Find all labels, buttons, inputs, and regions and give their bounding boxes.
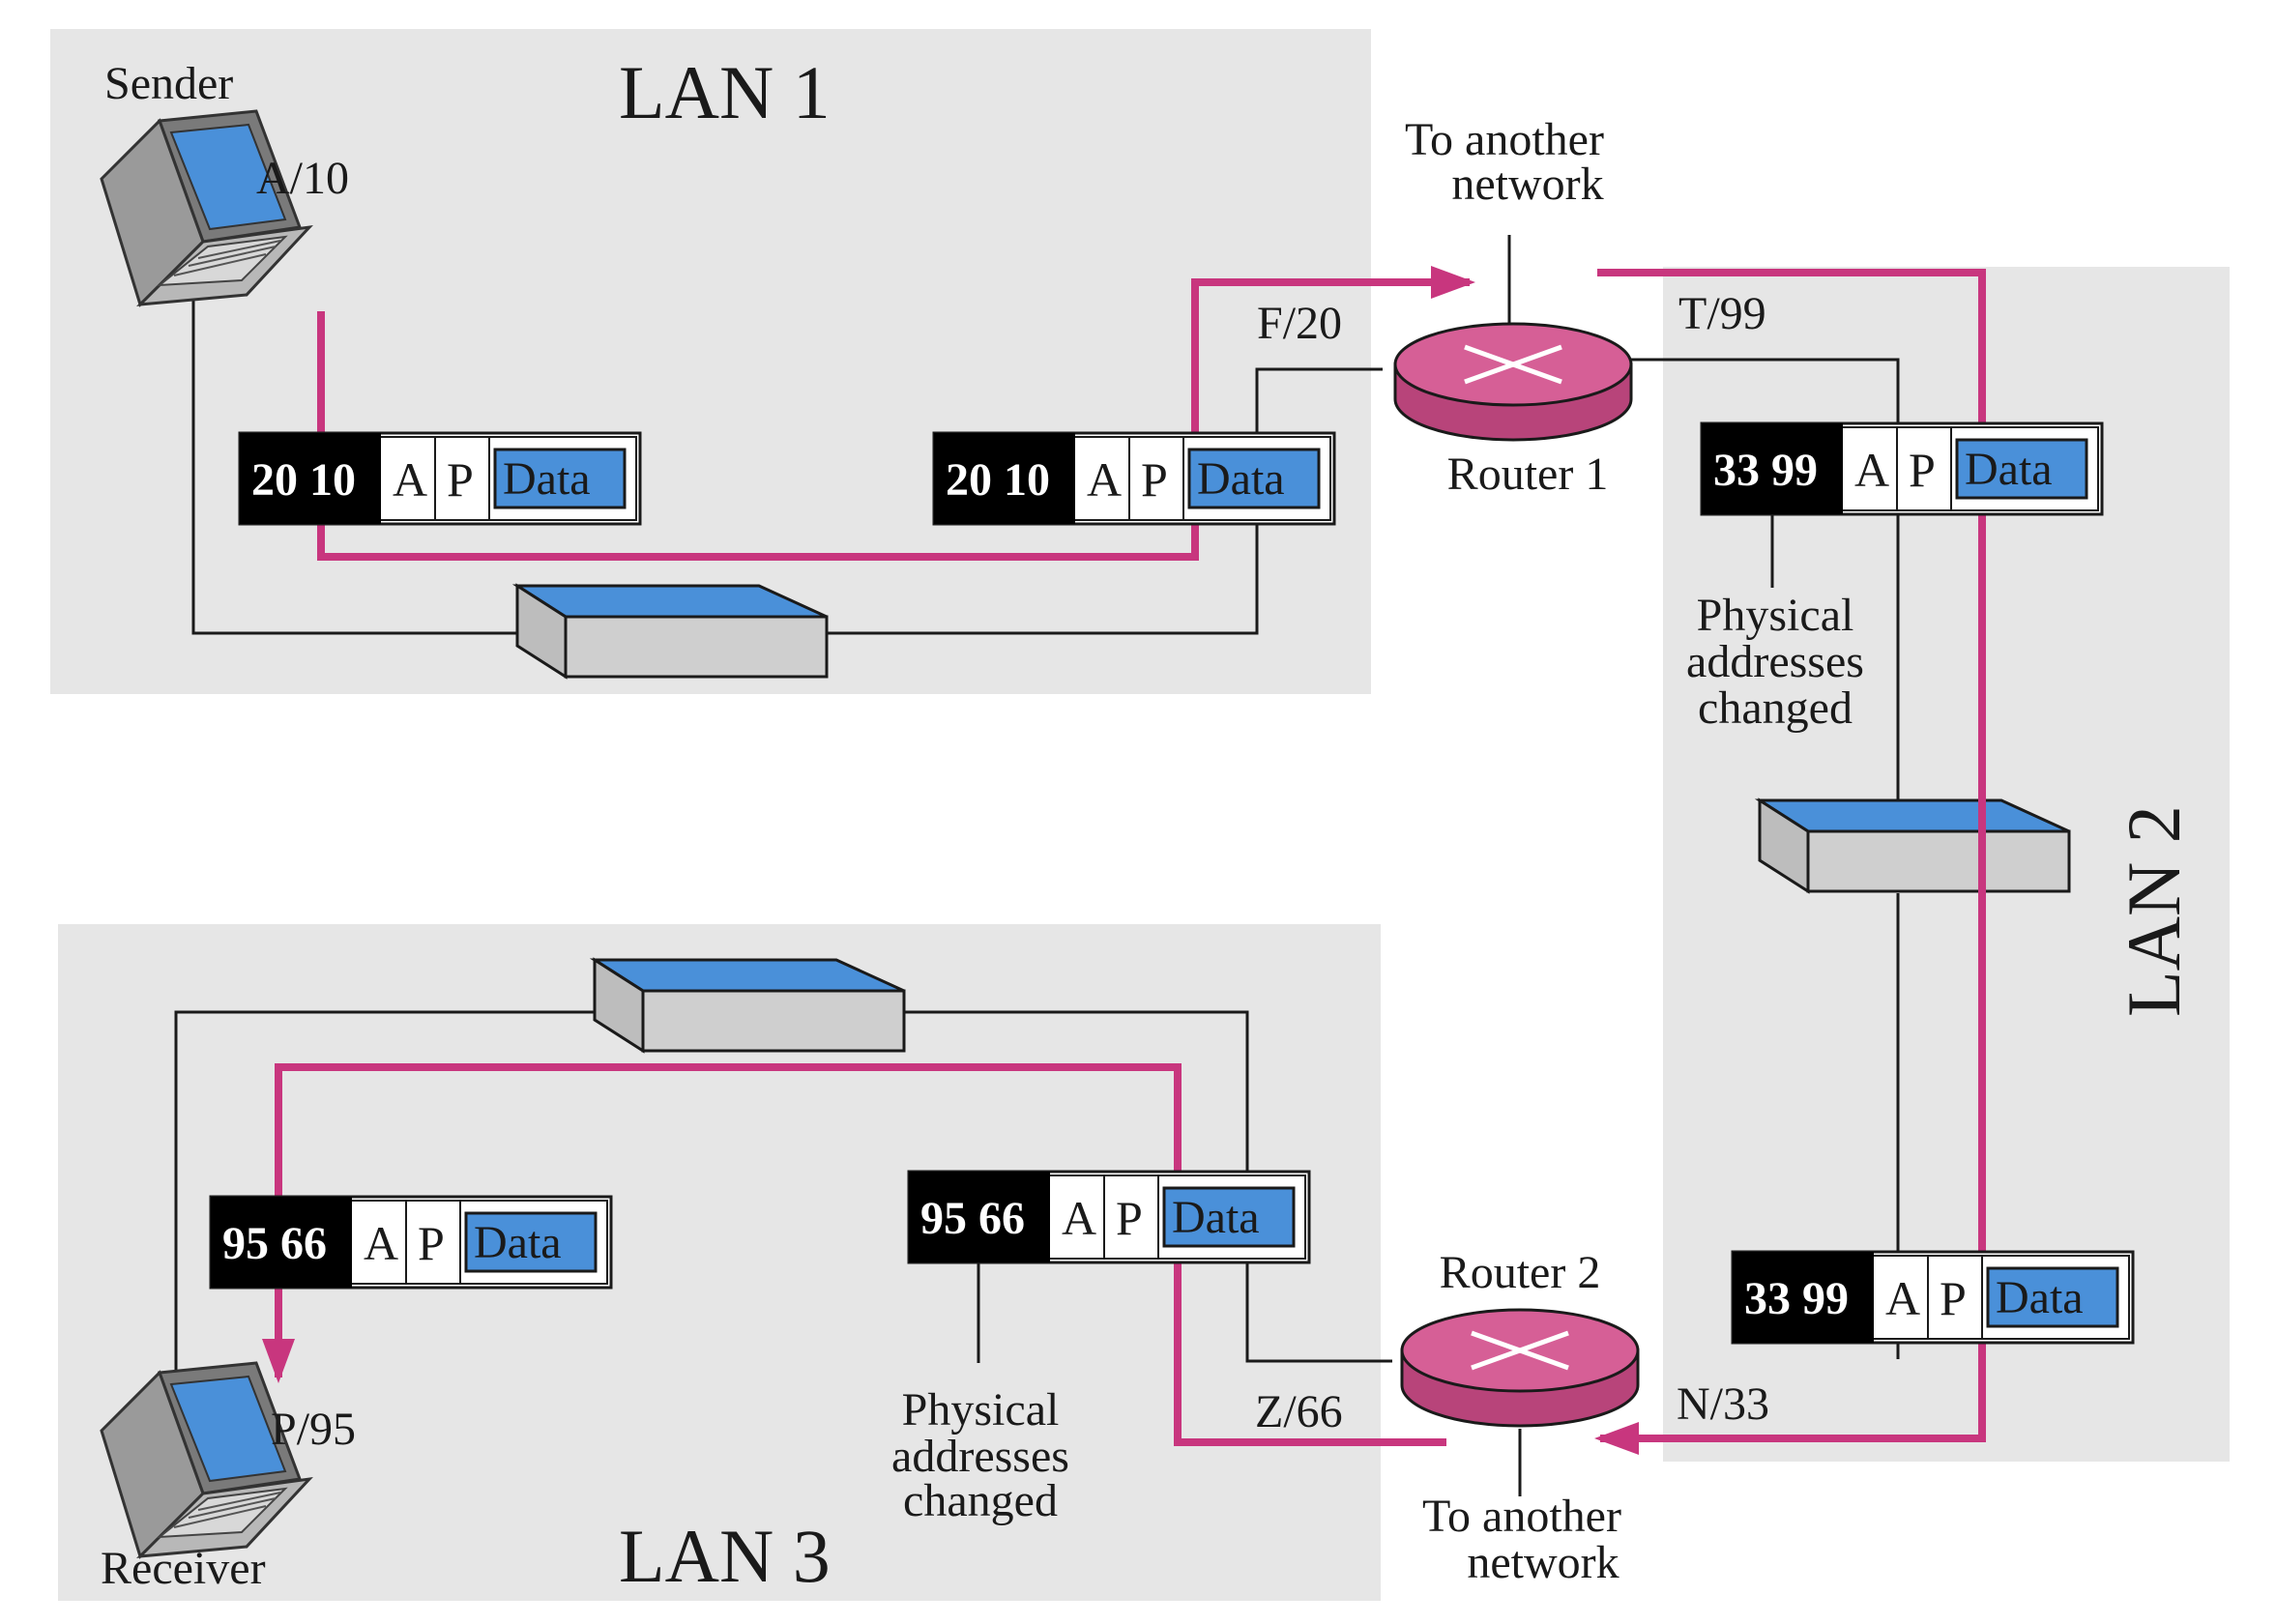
- packet-field-p: P: [1909, 443, 1936, 497]
- packet-field-a: A: [1087, 452, 1122, 507]
- router1-uplink-line1: To another: [1405, 114, 1604, 165]
- lan3-switch-icon: [593, 958, 906, 1053]
- packet-address: 95 66: [920, 1193, 1025, 1244]
- packet-field-a: A: [1062, 1191, 1096, 1245]
- lan3-note-line1: Physical: [902, 1384, 1060, 1436]
- packet-field-a: A: [393, 452, 427, 507]
- packet-data: Data: [1172, 1192, 1260, 1243]
- lan2-note-line3: changed: [1698, 682, 1853, 734]
- router2-port-n: N/33: [1677, 1378, 1769, 1430]
- packet-field-p: P: [1141, 452, 1168, 507]
- packet-lan1-router: 20 10 A P Data: [932, 431, 1336, 526]
- packet-data: Data: [1965, 444, 2053, 495]
- receiver-label: Receiver: [101, 1543, 266, 1594]
- router2-icon: [1402, 1310, 1638, 1426]
- packet-data: Data: [474, 1217, 562, 1268]
- router1-icon: [1395, 324, 1631, 440]
- lan3-title: LAN 3: [619, 1514, 831, 1598]
- lan2-note-line2: addresses: [1686, 636, 1864, 687]
- router2-port-z: Z/66: [1255, 1386, 1343, 1437]
- packet-lan2-top: 33 99 A P Data: [1700, 421, 2104, 516]
- router2-uplink-line1: To another: [1422, 1491, 1621, 1542]
- packet-field-a: A: [1885, 1271, 1920, 1325]
- packet-address: 20 10: [946, 454, 1050, 506]
- packet-field-a: A: [364, 1216, 398, 1270]
- packet-lan3-receiver: 95 66 A P Data: [209, 1195, 613, 1290]
- packet-data: Data: [1197, 453, 1285, 505]
- packet-address: 20 10: [251, 454, 356, 506]
- lan2-title: LAN 2: [2112, 805, 2196, 1017]
- packet-address: 95 66: [222, 1218, 327, 1269]
- router1-label: Router 1: [1447, 449, 1609, 500]
- packet-field-p: P: [1940, 1271, 1967, 1325]
- lan2-switch-icon: [1758, 798, 2071, 893]
- lan2-note-line1: Physical: [1697, 590, 1854, 641]
- sender-address: A/10: [256, 153, 349, 204]
- lan1-title: LAN 1: [619, 50, 831, 134]
- packet-data: Data: [1996, 1272, 2084, 1323]
- lan1-region: [50, 29, 1371, 694]
- router2-uplink-line2: network: [1467, 1537, 1619, 1588]
- packet-data: Data: [503, 453, 591, 505]
- packet-field-p: P: [447, 452, 474, 507]
- packet-address: 33 99: [1744, 1273, 1849, 1324]
- packet-field-a: A: [1854, 443, 1889, 497]
- router1-uplink-line2: network: [1451, 159, 1603, 210]
- lan3-note-line2: addresses: [891, 1431, 1069, 1482]
- router2-label: Router 2: [1440, 1247, 1601, 1298]
- packet-lan1-sender: 20 10 A P Data: [238, 431, 642, 526]
- lan3-note-line3: changed: [903, 1475, 1058, 1526]
- packet-address: 33 99: [1713, 445, 1818, 496]
- lan1-switch-icon: [515, 584, 829, 679]
- packet-lan2-bottom: 33 99 A P Data: [1731, 1250, 2135, 1345]
- sender-label: Sender: [104, 58, 233, 109]
- receiver-address: P/95: [271, 1404, 356, 1455]
- router1-port-t: T/99: [1678, 288, 1766, 339]
- router1-port-f: F/20: [1257, 298, 1342, 349]
- packet-field-p: P: [1116, 1191, 1143, 1245]
- packet-lan3-router: 95 66 A P Data: [907, 1170, 1311, 1264]
- packet-field-p: P: [418, 1216, 445, 1270]
